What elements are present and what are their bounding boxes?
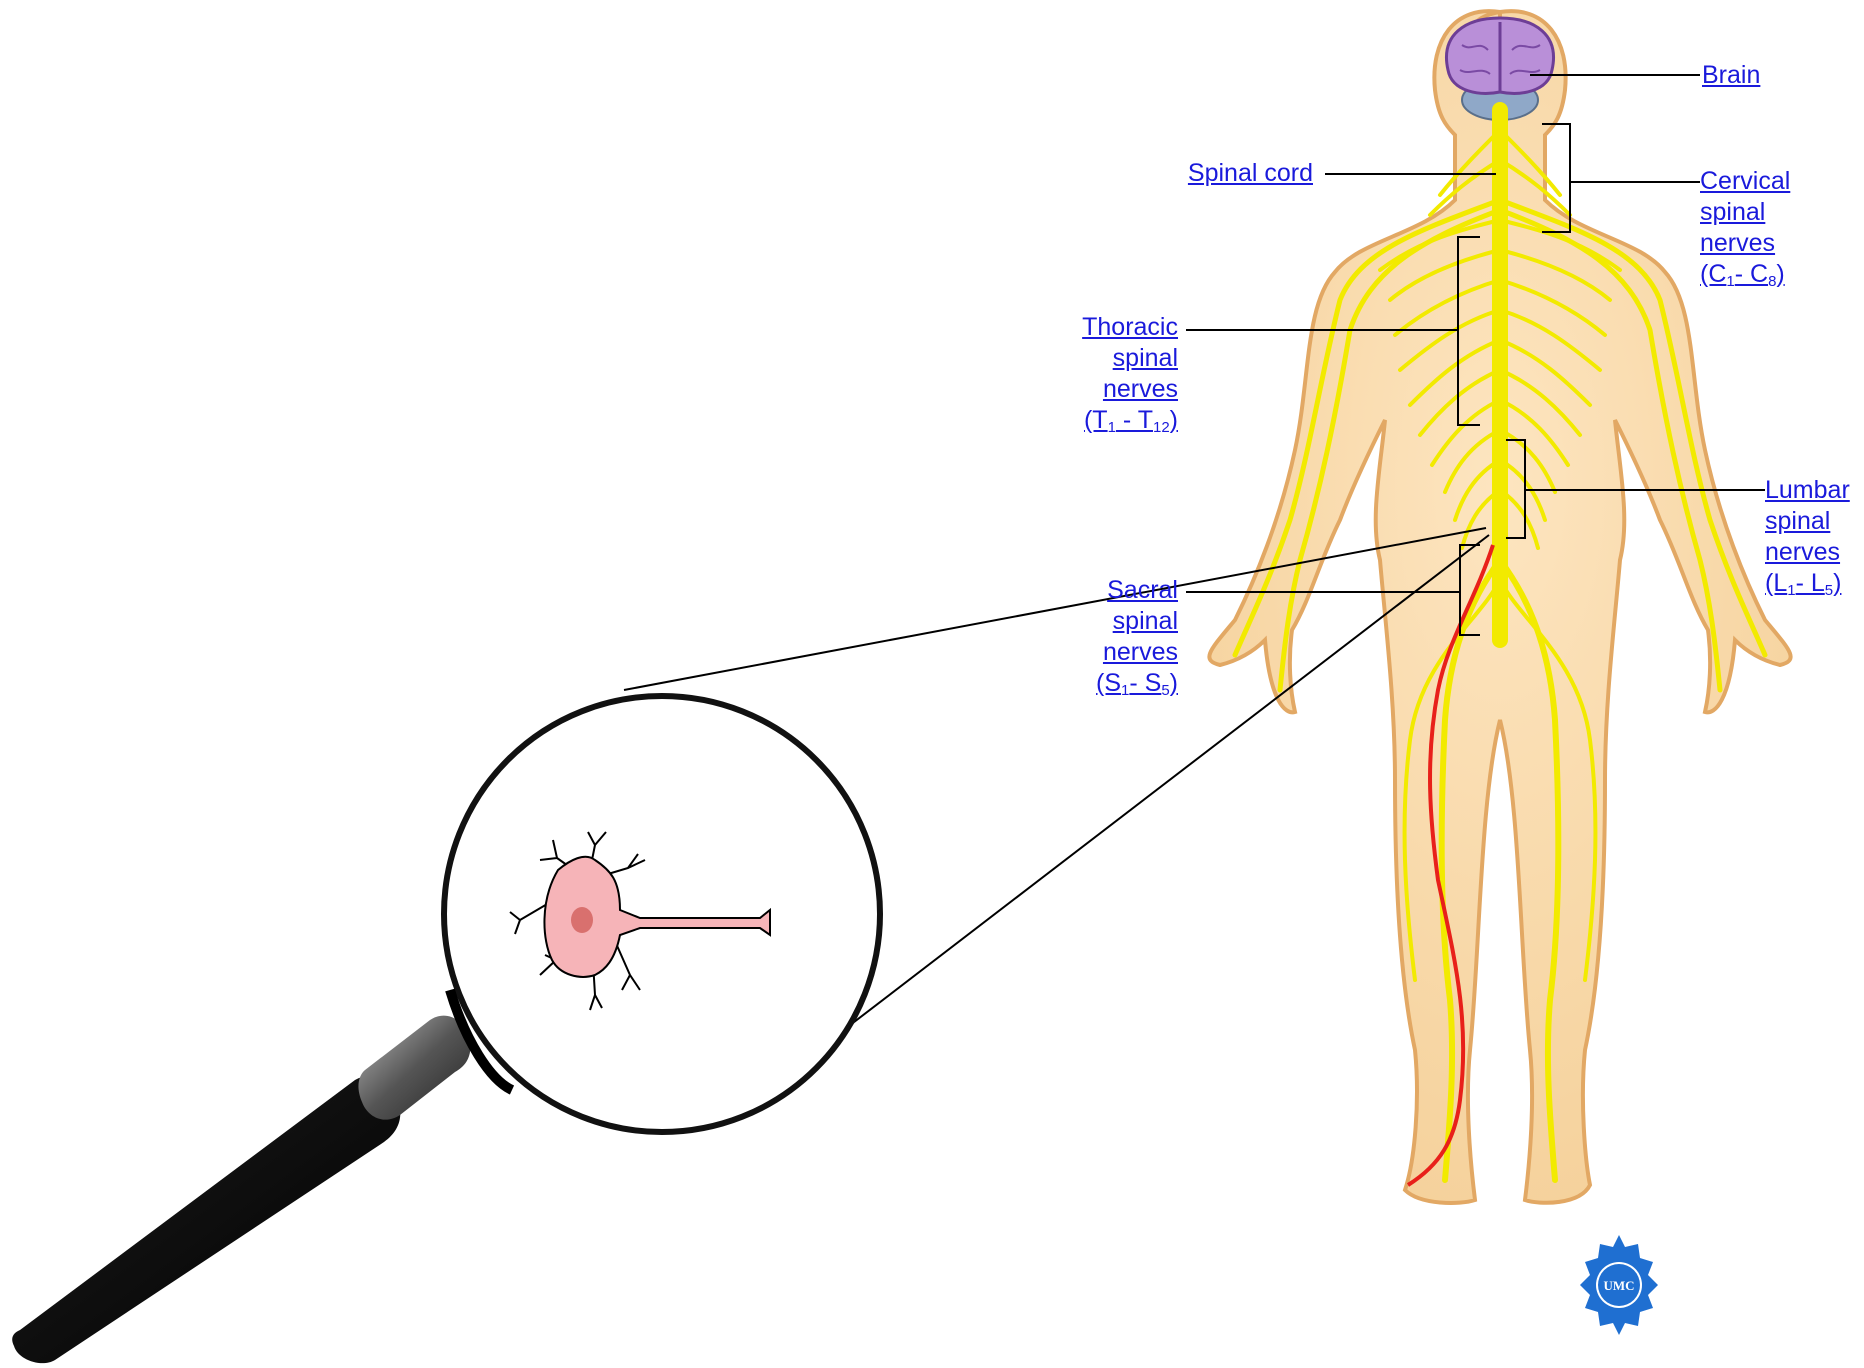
label-brain[interactable]: Brain [1702, 60, 1760, 91]
magnifier-collar [358, 1016, 470, 1120]
cervical-line3: nerves [1700, 228, 1790, 259]
umc-logo: UMC [1580, 1235, 1658, 1335]
zoom-line-top [624, 528, 1486, 690]
sacral-range: (S1- S5) [1096, 668, 1178, 699]
sacral-line3: nerves [1096, 637, 1178, 668]
label-thoracic-nerves[interactable]: Thoracic spinal nerves (T1 - T12) [1082, 312, 1178, 436]
thoracic-line2: spinal [1082, 343, 1178, 374]
label-spinal-cord[interactable]: Spinal cord [1188, 158, 1313, 189]
label-brain-text: Brain [1702, 60, 1760, 91]
neuron-nucleus [571, 907, 593, 933]
lumbar-range: (L1- L5) [1765, 568, 1850, 599]
magnifying-glass [12, 696, 880, 1363]
sacral-line2: spinal [1096, 606, 1178, 637]
magnifier-handle [12, 1076, 400, 1363]
cervical-line1: Cervical [1700, 166, 1790, 197]
label-cervical-nerves[interactable]: Cervical spinal nerves (C1- C8) [1700, 166, 1790, 290]
sacral-line1: Sacral [1096, 575, 1178, 606]
label-spinal-cord-text: Spinal cord [1188, 158, 1313, 189]
lumbar-line3: nerves [1765, 537, 1850, 568]
label-lumbar-nerves[interactable]: Lumbar spinal nerves (L1- L5) [1765, 475, 1850, 599]
umc-logo-text: UMC [1603, 1278, 1634, 1293]
cervical-line2: spinal [1700, 197, 1790, 228]
thoracic-line1: Thoracic [1082, 312, 1178, 343]
lumbar-line2: spinal [1765, 506, 1850, 537]
lumbar-line1: Lumbar [1765, 475, 1850, 506]
thoracic-line3: nerves [1082, 374, 1178, 405]
magnifier-lens [444, 696, 880, 1132]
nerve-network [1235, 110, 1765, 1180]
cervical-range: (C1- C8) [1700, 259, 1790, 290]
thoracic-range: (T1 - T12) [1082, 405, 1178, 436]
label-sacral-nerves[interactable]: Sacral spinal nerves (S1- S5) [1096, 575, 1178, 699]
